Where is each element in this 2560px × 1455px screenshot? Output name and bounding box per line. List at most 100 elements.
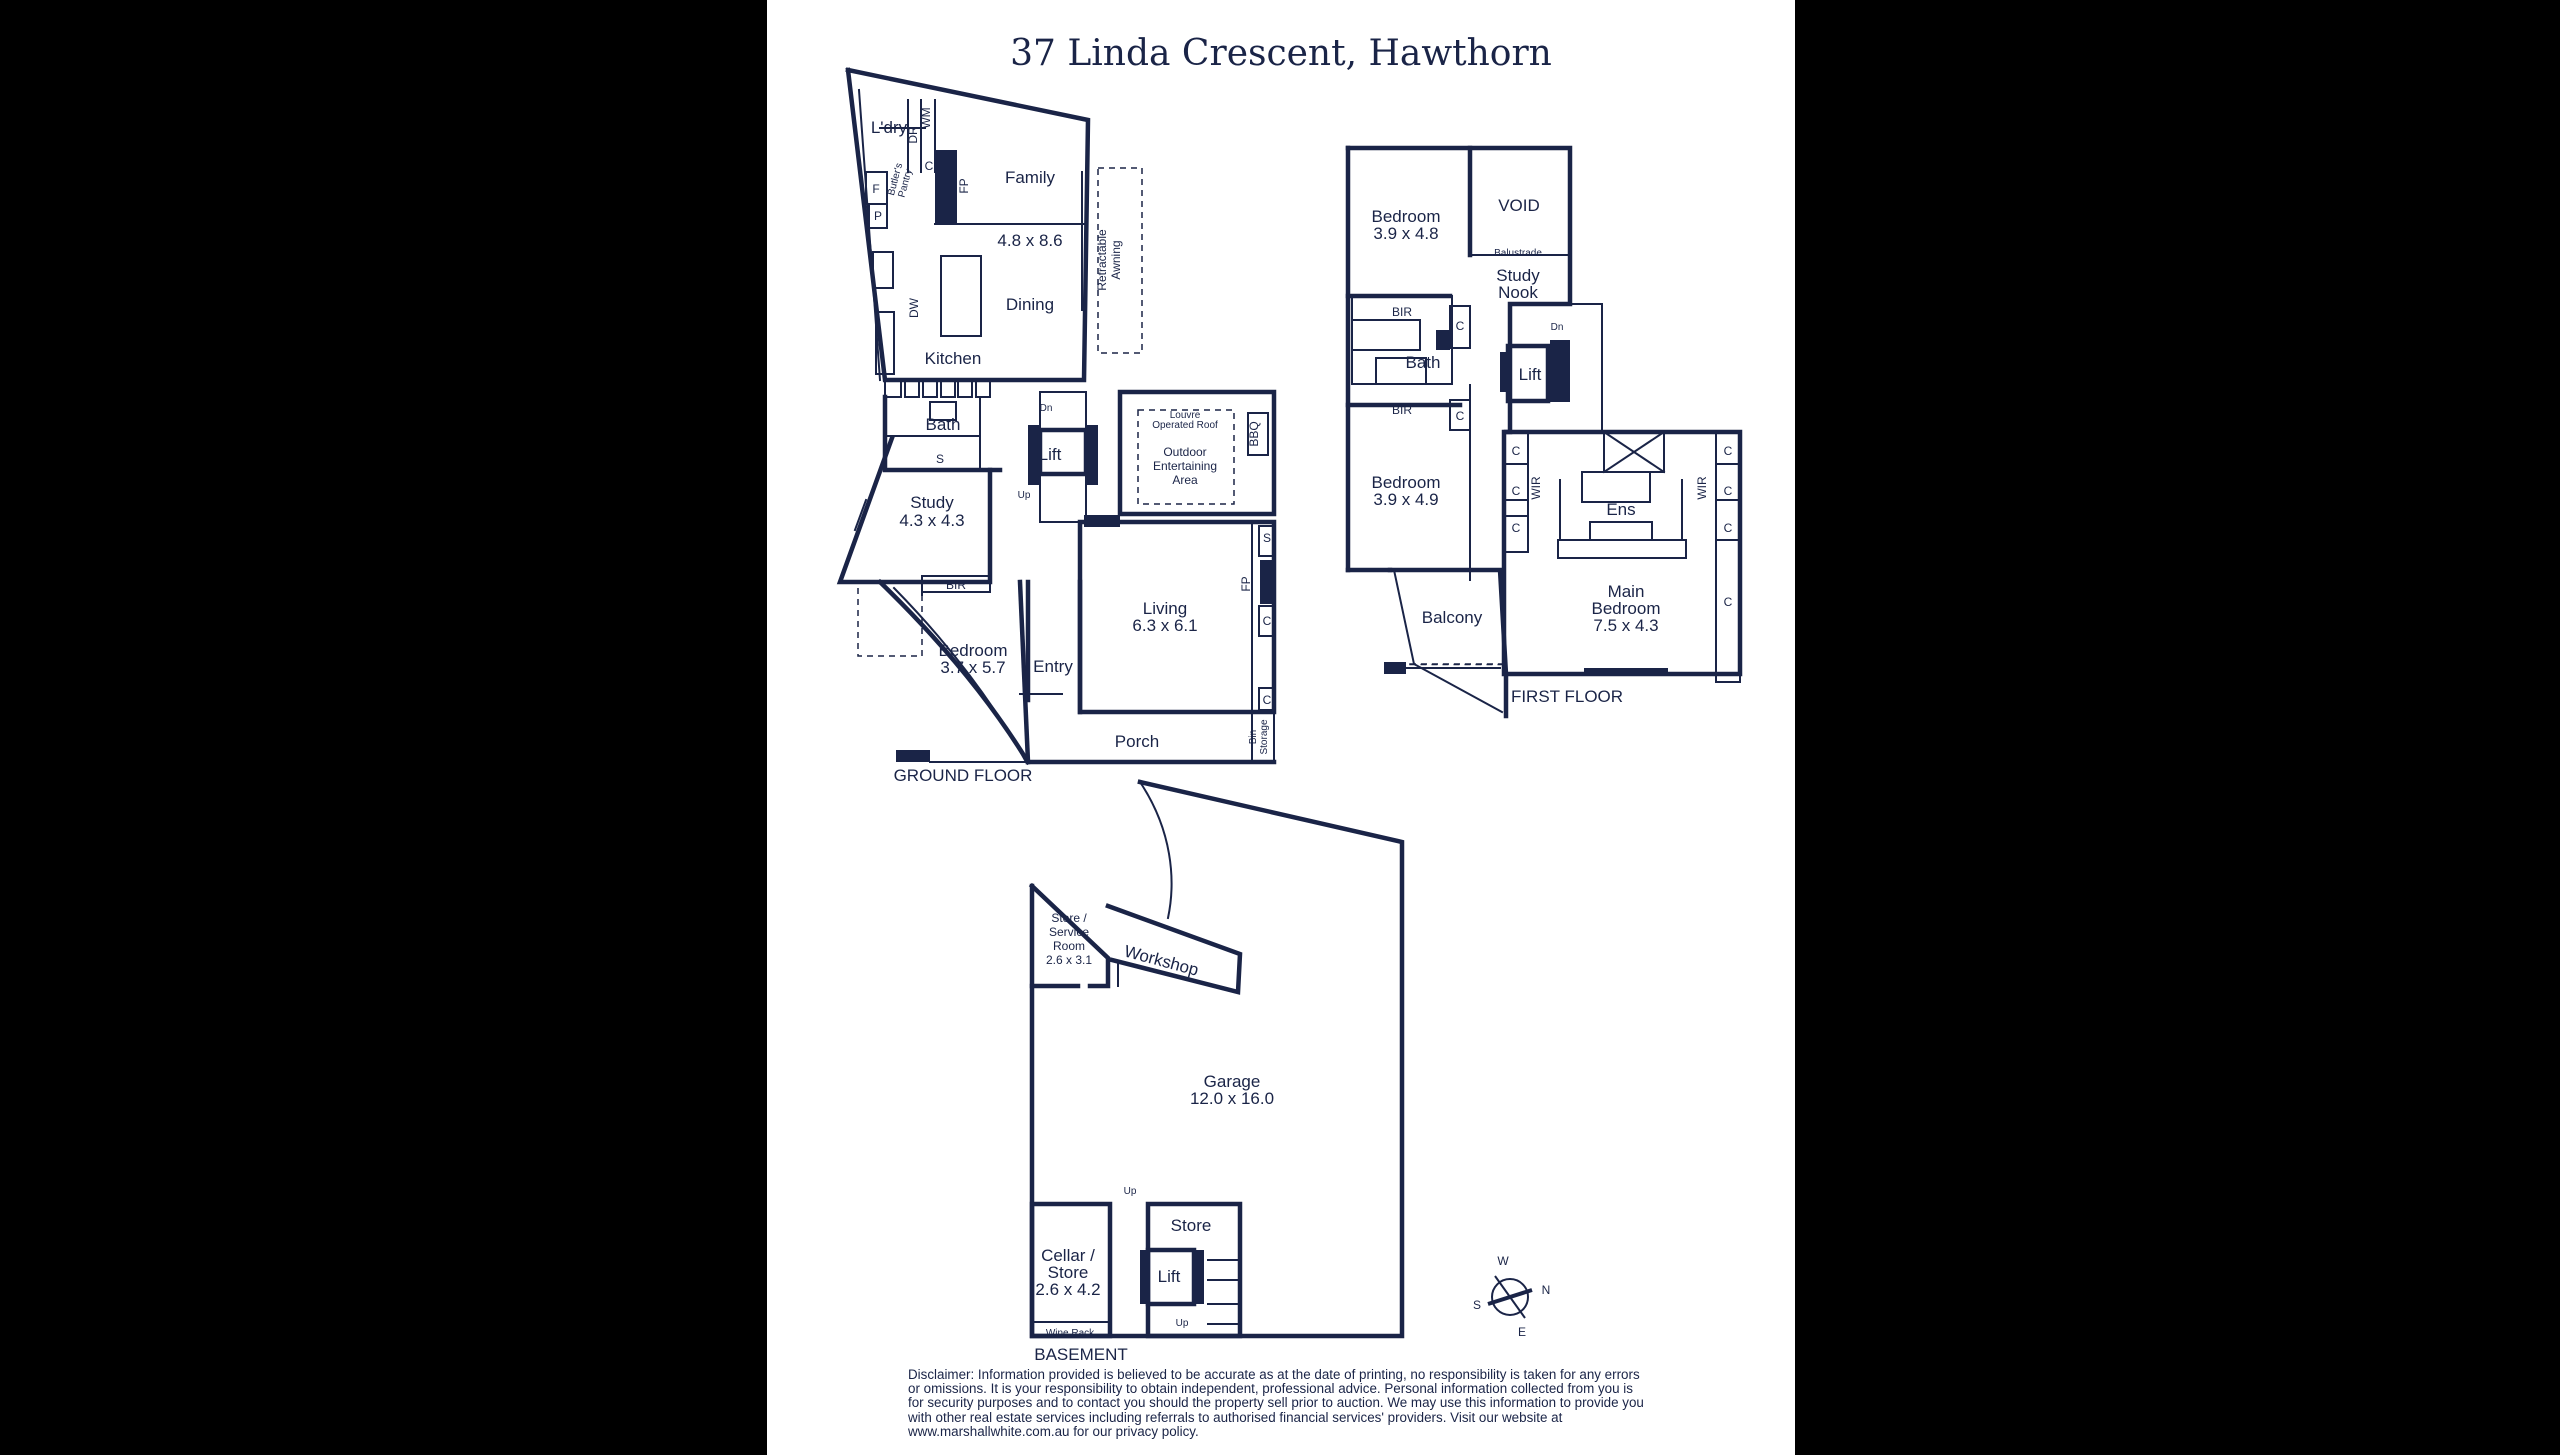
wir-c1: C <box>1512 444 1521 458</box>
bed2-label: Bedroom <box>1372 473 1441 492</box>
basement-up-label: Up <box>1124 1186 1137 1197</box>
cellar-label: Cellar / <box>1041 1246 1095 1265</box>
balustrade-label: Balustrade <box>1494 248 1542 259</box>
wir-c7: C <box>1724 595 1733 609</box>
study-label: Study <box>910 493 954 512</box>
disclaimer-text: Disclaimer: Information provided is beli… <box>908 1367 1644 1439</box>
first-floor-label: FIRST FLOOR <box>1511 687 1623 706</box>
compass-e: E <box>1518 1325 1526 1339</box>
study-size: 4.3 x 4.3 <box>899 511 964 530</box>
wir2-label: WIR <box>1695 476 1709 500</box>
floorplan-sheet <box>767 0 1795 1455</box>
storage-label: Storage <box>1259 719 1270 754</box>
compass-n: N <box>1542 1283 1551 1297</box>
retractable-label: Retractable <box>1095 229 1109 291</box>
ground-floor-label: GROUND FLOOR <box>894 766 1033 785</box>
basement-plan <box>1028 779 1405 1339</box>
first-c2-label: C <box>1456 409 1465 423</box>
first-floor-plan <box>1345 145 1743 719</box>
ground-floor-labels: L'dry DR WM Family 4.8 x 8.6 FP Butler's… <box>871 107 1272 785</box>
wir-c3: C <box>1512 521 1521 535</box>
roof-label: Operated Roof <box>1152 420 1218 431</box>
awning-label: Awning <box>1109 240 1123 279</box>
family-size: 4.8 x 8.6 <box>997 231 1062 250</box>
room-label: Room <box>1053 939 1085 953</box>
compass-icon: W N S E <box>1473 1254 1550 1339</box>
family-label: Family <box>1005 168 1056 187</box>
basement-label: BASEMENT <box>1034 1345 1128 1364</box>
service-label: Service <box>1049 925 1089 939</box>
entertaining-label: Entertaining <box>1153 459 1217 473</box>
ensuite-label: Ens <box>1606 500 1635 519</box>
basement-up-label-2: Up <box>1176 1318 1189 1329</box>
plan-title: 37 Linda Crescent, Hawthorn <box>1010 33 1552 74</box>
ground-bath-label: Bath <box>926 415 961 434</box>
store-service-size: 2.6 x 3.1 <box>1046 953 1092 967</box>
ground-lift-label: Lift <box>1039 445 1062 464</box>
porch-label: Porch <box>1115 732 1159 751</box>
bbq-label: BBQ <box>1247 421 1261 446</box>
wir-c5: C <box>1724 484 1733 498</box>
ground-bedroom-label: Bedroom <box>939 641 1008 660</box>
garage-label: Garage <box>1204 1072 1261 1091</box>
living-c1-label: C <box>1263 614 1272 628</box>
first-dn-label: Dn <box>1551 322 1564 333</box>
outdoor-label: Outdoor <box>1163 445 1206 459</box>
pantry-p-label: P <box>874 209 882 223</box>
kitchen-label: Kitchen <box>925 349 982 368</box>
bed2-size: 3.9 x 4.9 <box>1373 490 1438 509</box>
bir2-label: BIR <box>1392 403 1412 417</box>
shower-label: S <box>936 452 944 466</box>
study-nook-label-2: Nook <box>1498 283 1538 302</box>
wir-c2: C <box>1512 484 1521 498</box>
ground-floor-plan <box>836 67 1277 766</box>
main-size: 7.5 x 4.3 <box>1593 616 1658 635</box>
bir1-label: BIR <box>1392 305 1412 319</box>
compass-w: W <box>1497 1254 1509 1268</box>
compass-s: S <box>1473 1298 1481 1312</box>
wine-rack-label: Wine Rack <box>1046 1328 1095 1339</box>
bed1-size: 3.9 x 4.8 <box>1373 224 1438 243</box>
living-c2-label: C <box>1263 693 1272 707</box>
louvre-label: Louvre <box>1170 410 1201 421</box>
store-service-label: Store / <box>1051 911 1087 925</box>
dr-label: DR <box>906 126 920 144</box>
dishwasher-label: DW <box>907 297 921 318</box>
bin-label: Bin <box>1248 730 1259 744</box>
living-label: Living <box>1143 599 1187 618</box>
fridge-label: F <box>872 182 879 196</box>
main-label: Main <box>1608 582 1645 601</box>
cupboard-label: C <box>925 159 934 173</box>
wir-c4: C <box>1724 444 1733 458</box>
cellar-store-label: Store <box>1048 1263 1089 1282</box>
entry-label: Entry <box>1033 657 1073 676</box>
ground-bedroom-size: 3.7 x 5.7 <box>940 658 1005 677</box>
void-label: VOID <box>1498 196 1540 215</box>
study-nook-label: Study <box>1496 266 1540 285</box>
fireplace-label: FP <box>957 178 971 193</box>
dining-label: Dining <box>1006 295 1054 314</box>
garage-size: 12.0 x 16.0 <box>1190 1089 1274 1108</box>
first-lift-label: Lift <box>1519 365 1542 384</box>
first-c1-label: C <box>1456 319 1465 333</box>
main-bedroom-label: Bedroom <box>1592 599 1661 618</box>
store-label: Store <box>1171 1216 1212 1235</box>
first-bath-label: Bath <box>1406 353 1441 372</box>
ground-bir-label: BIR <box>946 578 966 592</box>
cellar-size: 2.6 x 4.2 <box>1035 1280 1100 1299</box>
area-label: Area <box>1172 473 1198 487</box>
living-fp-label: FP <box>1239 576 1253 591</box>
living-s-label: S <box>1263 531 1271 545</box>
ground-dn-label: Dn <box>1040 403 1053 414</box>
basement-lift-label: Lift <box>1158 1267 1181 1286</box>
ground-up-label: Up <box>1018 490 1031 501</box>
first-floor-labels: Bedroom 3.9 x 4.8 VOID Balustrade Study … <box>1372 196 1733 706</box>
laundry-label: L'dry <box>871 118 908 137</box>
wir-c6: C <box>1724 521 1733 535</box>
living-size: 6.3 x 6.1 <box>1132 616 1197 635</box>
bed1-label: Bedroom <box>1372 207 1441 226</box>
wm-label: WM <box>919 107 933 128</box>
balcony-label: Balcony <box>1422 608 1483 627</box>
wir1-label: WIR <box>1529 476 1543 500</box>
